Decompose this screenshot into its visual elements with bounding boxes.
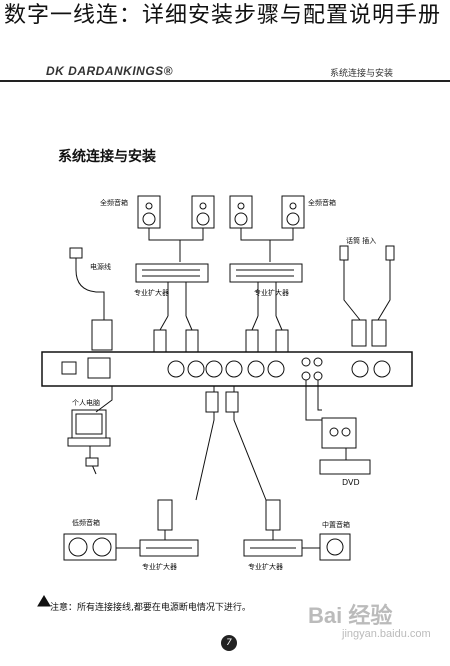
header-rule [0, 80, 450, 82]
header-note: 系统连接与安装 [330, 69, 394, 79]
label-pc: 个人电脑 [72, 399, 100, 407]
label-mic-input: 话筒 插入 [346, 237, 377, 245]
dvd-player-icon [319, 459, 371, 475]
page-number: 7 [221, 635, 237, 651]
watermark-brand: Bai 经验 [308, 603, 393, 628]
label-amp-bottom-right: 专业扩大器 [248, 563, 283, 571]
label-full-speakers-right: 全频音箱 [308, 199, 336, 207]
amplifier-icon [139, 539, 199, 557]
speaker-icon [137, 195, 161, 229]
computer-icon [67, 409, 111, 447]
amplifier-icon [243, 539, 303, 557]
amplifier-icon [135, 263, 209, 283]
brand-logo: DK DARDANKINGS® [46, 64, 174, 78]
speaker-icon [191, 195, 215, 229]
label-amp-right: 专业扩大器 [254, 289, 289, 297]
main-unit [41, 351, 413, 387]
warning-icon [37, 595, 51, 607]
speaker-icon [281, 195, 305, 229]
subwoofer-icon [63, 533, 117, 561]
watermark-url: jingyan.baidu.com [342, 628, 431, 640]
amplifier-icon [229, 263, 303, 283]
label-power-cord: 电源线 [90, 263, 111, 271]
label-dvd: DVD [342, 478, 360, 487]
page-title: 数字一线连：详细安装步骤与配置说明手册 [0, 0, 450, 32]
label-amp-left: 专业扩大器 [134, 289, 169, 297]
section-title: 系统连接与安装 [58, 149, 156, 165]
label-center-speaker: 中置音箱 [322, 521, 350, 529]
label-amp-bottom-left: 专业扩大器 [142, 563, 177, 571]
label-sub-speaker: 低频音箱 [72, 519, 100, 527]
center-speaker-icon [319, 533, 351, 561]
page-title-text: 数字一线连：详细安装步骤与配置说明手册 [4, 3, 442, 28]
speaker-icon [229, 195, 253, 229]
label-full-speakers-left: 全频音箱 [100, 199, 128, 207]
warning-note: 注意：所有连接接线,都要在电源断电情况下进行。 [50, 603, 251, 613]
